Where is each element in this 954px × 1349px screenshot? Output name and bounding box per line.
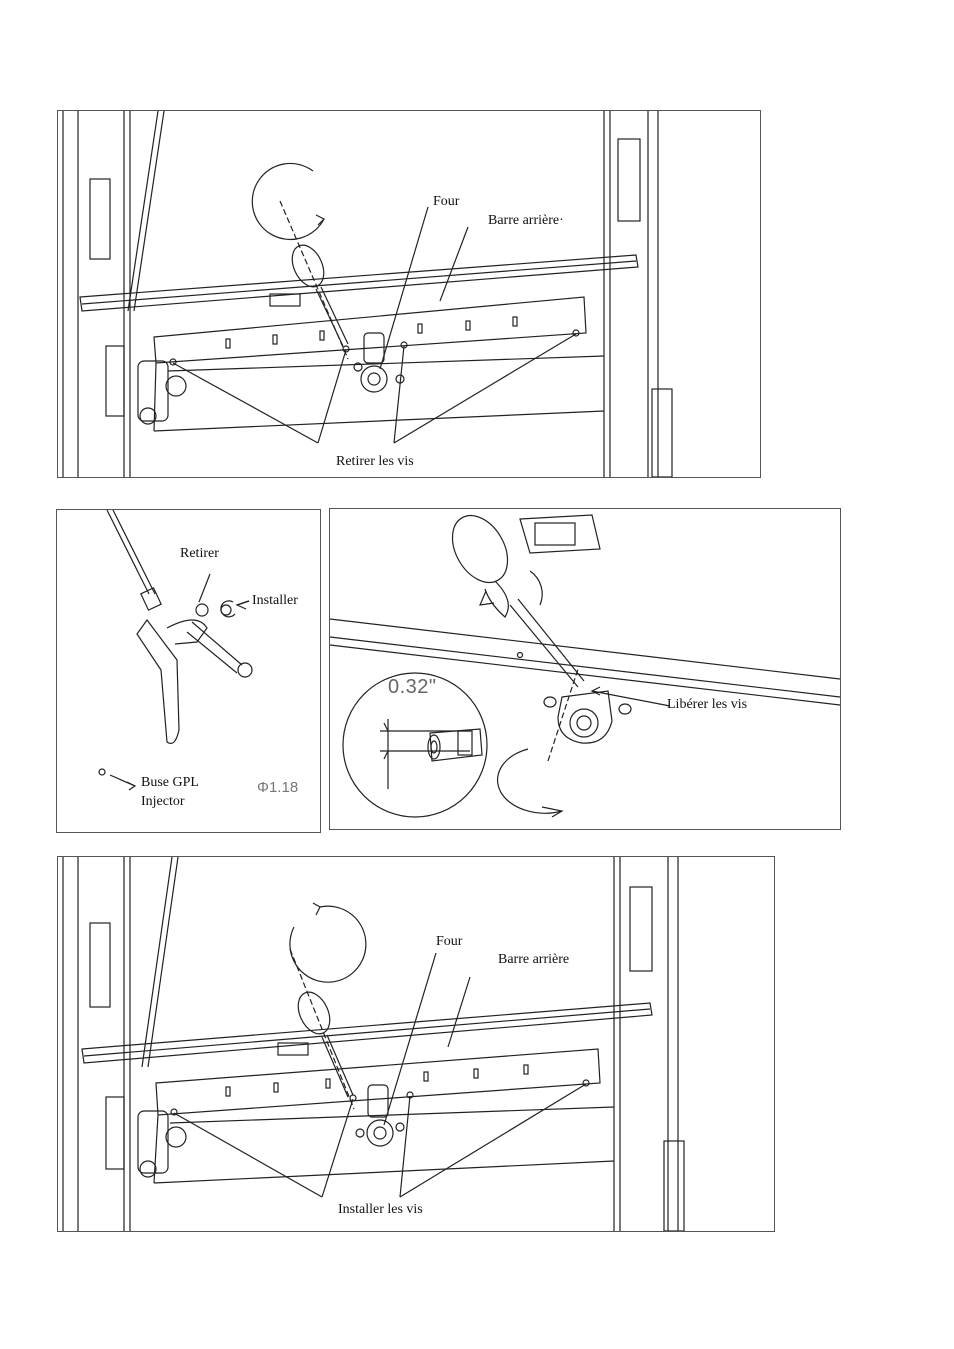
diagram-injector-swap: Retirer Installer Buse GPL Injector Φ1.1… (56, 509, 321, 833)
label-injector: Injector (141, 794, 185, 809)
label-install: Installer (252, 593, 298, 608)
diagram-install-screws: Four Barre arrière Installer les vis (57, 856, 775, 1232)
diagram-release-screws: 0.32" Libérer les vis (329, 508, 841, 830)
label-dimension: 0.32" (388, 676, 437, 698)
label-four: Four (436, 934, 463, 949)
label-back-bar: Barre arrière· (488, 213, 564, 228)
label-release-screws: Libérer les vis (667, 697, 748, 712)
label-back-bar: Barre arrière (498, 952, 570, 967)
label-remove: Retirer (180, 546, 219, 561)
label-four: Four (433, 194, 460, 209)
label-remove-screws: Retirer les vis (336, 454, 414, 469)
diagram-remove-screws: Four Barre arrière· Retirer les vis (57, 110, 761, 478)
label-install-screws: Installer les vis (338, 1202, 423, 1217)
label-nozzle: Buse GPL (141, 775, 199, 790)
label-injector-size: Φ1.18 (257, 779, 299, 796)
